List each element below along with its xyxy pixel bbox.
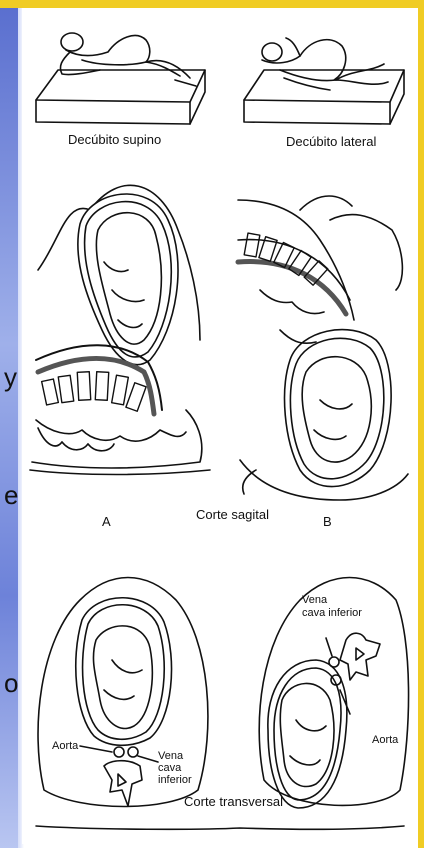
sagittal-a-figure — [30, 185, 210, 474]
label-aorta-right: Aorta — [372, 734, 398, 746]
label-b: B — [323, 514, 332, 529]
label-corte-sagital: Corte sagital — [196, 507, 269, 522]
label-aorta-left: Aorta — [52, 740, 78, 752]
supine-mattress-figure — [36, 33, 205, 124]
label-vena-right-1: Vena — [302, 594, 327, 606]
sagittal-b-figure — [238, 196, 408, 500]
label-vena-right-2: cava inferior — [302, 607, 362, 619]
label-vena-left-1: Vena — [158, 750, 183, 762]
label-vena-left-2: cava — [158, 762, 181, 774]
label-corte-transversal: Corte transversal — [184, 794, 283, 809]
ground-line — [36, 826, 404, 829]
label-decubito-lateral: Decúbito lateral — [286, 134, 376, 149]
label-vena-left-3: inferior — [158, 774, 192, 786]
lateral-mattress-figure — [244, 38, 404, 124]
transverse-left-figure — [38, 578, 208, 807]
label-decubito-supino: Decúbito supino — [68, 132, 161, 147]
label-a: A — [102, 514, 111, 529]
